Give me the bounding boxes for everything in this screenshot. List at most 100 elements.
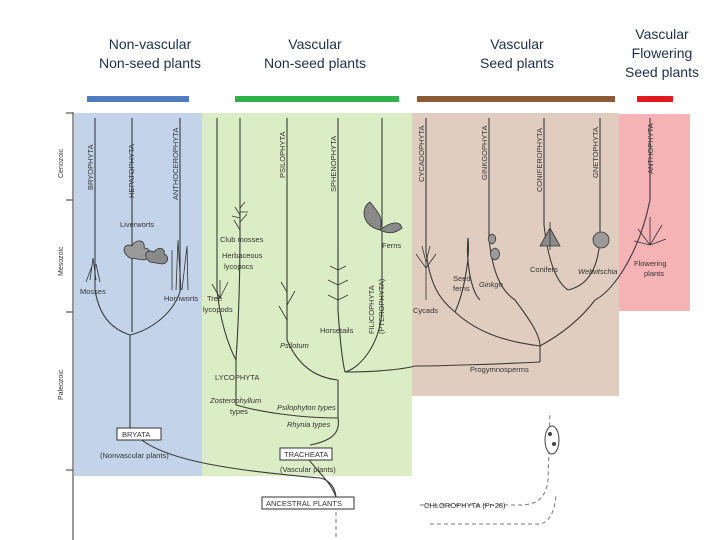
phylum-gnetophyta: GNETOPHYTA [591, 127, 600, 178]
branch-bryata-to-ancestral [129, 427, 337, 498]
header-vascular-seed: Vascular Seed plants [437, 35, 597, 73]
label-zosterophyllum-types: types [230, 407, 248, 416]
label-vascular-plants: (Vascular plants) [280, 465, 336, 474]
header-line: Non-seed plants [264, 55, 366, 71]
nonvascular-color-bar [87, 96, 189, 102]
header-line: Seed plants [480, 55, 554, 71]
header-line: Non-vascular [108, 36, 192, 52]
label-zosterophyllum: Zosterophyllum [209, 396, 261, 405]
label-flowering-plants: plants [644, 269, 664, 278]
branch-cycad-join [425, 251, 456, 313]
branch-herbaceous [235, 229, 241, 361]
header-line: Vascular [635, 26, 689, 42]
branch-horsetail-stem [337, 309, 346, 373]
label-seed: Seed [453, 274, 471, 283]
vascular-nonseed-region [202, 113, 412, 476]
label-tree: Tree [207, 294, 222, 303]
vascular-seed-color-bar [417, 96, 615, 102]
branch-tracheata-stem [309, 417, 339, 446]
phylum-cycadophyta: CYCADOPHYTA [417, 125, 426, 182]
label-rhynia-types: Rhynia types [287, 420, 331, 429]
phylum-hepatophyta: HEPATOPHYTA [127, 144, 136, 198]
branch-zostero-join [235, 404, 339, 419]
green-alga-icon [544, 425, 560, 455]
label-horsetails: Horsetails [320, 326, 354, 335]
label-psilotum: Psilotum [280, 341, 309, 350]
era-label-mesozoic: Mesozoic [58, 246, 65, 276]
bryata-box [116, 427, 162, 441]
conifer-icon [539, 222, 561, 250]
plant-icons [85, 201, 667, 340]
label-cycads: Cycads [413, 306, 438, 315]
branch-ginkgo-join [488, 237, 516, 301]
flowering-color-bar [637, 96, 673, 102]
branch-progymno-connector [414, 361, 541, 367]
label-mosses: Mosses [80, 287, 106, 296]
phylum-filicophyta: FILICOPHYTA [367, 285, 376, 334]
phylum-anthocerophyta: ANTHOCEROPHYTA [171, 128, 180, 200]
label-lycopocs: lycopocs [224, 262, 253, 271]
psilotum-icon [278, 280, 296, 340]
branch-fern-stem [344, 309, 383, 373]
label-bryata: BRYATA [122, 430, 150, 439]
cycad-icon [415, 245, 437, 300]
chlorophyta-dashed-path [335, 411, 551, 540]
label-tracheata: TRACHEATA [284, 450, 328, 459]
era-label-paleozoic: Paleozoic [58, 369, 65, 400]
fern-icon [363, 201, 403, 234]
phylum-psilophyta: PSILOPHYTA [278, 131, 287, 178]
phylum-anthophyta: ANTHOPHYTA [646, 123, 655, 174]
label-seed-ferns: ferns [453, 284, 470, 293]
club-moss-icon [231, 201, 248, 231]
header-line: Vascular [490, 36, 544, 52]
branch-conifer-join [543, 224, 569, 291]
branch-antho-join [594, 199, 651, 301]
ginkgo-icon [487, 233, 500, 261]
label-conifers: Conifers [530, 265, 558, 274]
tree-lycopod-icon [211, 280, 229, 299]
label-lycophyta: LYCOPHYTA [215, 373, 259, 382]
label-flowering: Flowering [634, 259, 667, 268]
label-ferns: Ferns [382, 241, 401, 250]
label-chlorophyta: CHLOROPHYTA (Pr-28) [424, 501, 506, 510]
header-line: Vascular [288, 36, 342, 52]
label-hornworts: Hornworts [164, 294, 198, 303]
phylum-pterophyta: (PTEROPHYTA) [377, 278, 386, 334]
moss-icon [85, 257, 101, 283]
hornwort-icon [171, 239, 189, 291]
branch-seed-lower [454, 311, 541, 347]
phylum-bryophyta: BRYOPHYTA [86, 144, 95, 190]
label-liverworts: Liverworts [120, 220, 154, 229]
branch-progymno-link [344, 365, 416, 373]
ancestral-plants-box [261, 496, 355, 510]
liverwort-icon [145, 248, 168, 265]
welwitschia-icon [592, 231, 610, 249]
era-label-cenozoic: Cenozoic [58, 148, 65, 178]
flowering-plant-icon [633, 217, 667, 246]
label-nonvascular-plants: (Nonvascular plants) [100, 451, 169, 460]
header-line: Non-seed plants [99, 55, 201, 71]
header-vascular-nonseed: Vascular Non-seed plants [235, 35, 395, 73]
label-psilophyton-types: Psilophyton types [277, 403, 336, 412]
horsetail-icon [327, 250, 349, 310]
chlorophyta-dashed-path-lower [430, 494, 557, 525]
phylum-coniferophyta: CONIFEROPHYTA [535, 128, 544, 192]
header-nonvascular-nonseed: Non-vascular Non-seed plants [70, 35, 230, 73]
label-ancestral-plants: ANCESTRAL PLANTS [266, 499, 342, 508]
header-vascular-flowering: Vascular Flowering Seed plants [610, 25, 714, 82]
vascular-seed-region [412, 113, 619, 396]
flowering-region [619, 114, 690, 311]
label-herbaceous: Herbaceous [222, 251, 263, 260]
label-club-mosses: Club mosses [220, 235, 264, 244]
label-lycopods: lycopods [203, 305, 233, 314]
branch-ginkgo-lower [514, 299, 541, 347]
vascular-nonseed-color-bar [235, 96, 399, 102]
branch-seed-fern-loop [454, 237, 481, 313]
label-welwitschia: Welwitschia [578, 267, 617, 276]
branch-lycophyta-join [216, 289, 237, 361]
header-line: Flowering [631, 45, 693, 61]
branch-psilophyton-join [286, 339, 339, 381]
branch-gneto-lower [539, 299, 596, 347]
label-ginkgo: Ginkgo [479, 280, 503, 289]
